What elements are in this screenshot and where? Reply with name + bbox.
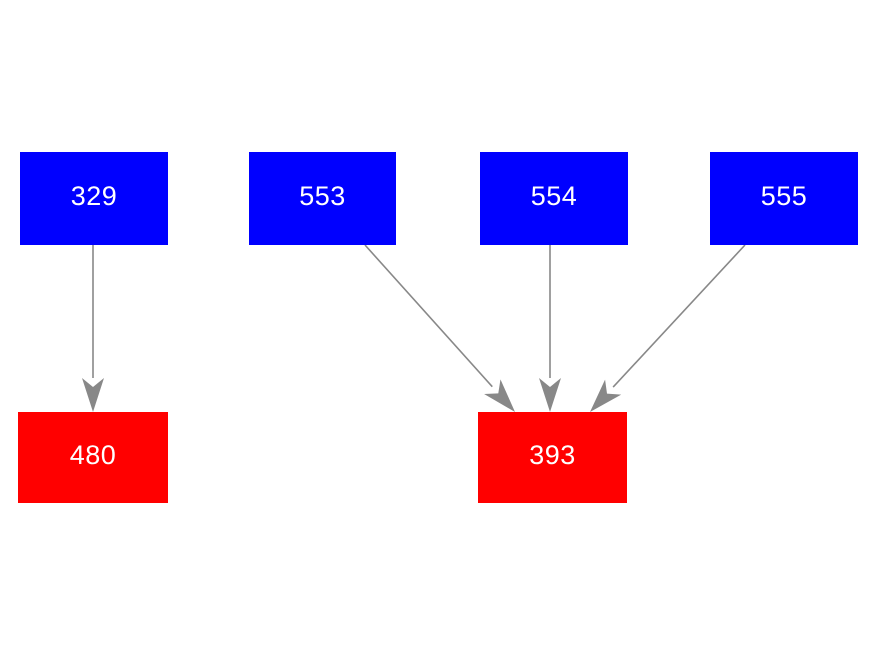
node-label: 555 <box>760 181 808 211</box>
node-label: 393 <box>529 440 576 470</box>
edge-arrowhead-554-to-393 <box>539 378 561 412</box>
graph-node-554[interactable]: 554 <box>480 152 628 245</box>
edge-arrowhead-329-to-480 <box>82 378 104 412</box>
node-label: 480 <box>69 440 117 470</box>
node-label: 553 <box>299 181 346 211</box>
edge-arrowhead-553-to-393 <box>484 379 515 412</box>
graph-node-329[interactable]: 329 <box>20 152 168 245</box>
edge-arrowhead-555-to-393 <box>590 379 622 412</box>
node-label: 554 <box>530 181 578 211</box>
graph-node-553[interactable]: 553 <box>249 152 396 245</box>
edge-line-555-to-393 <box>612 244 746 388</box>
graph-node-480[interactable]: 480 <box>18 412 168 503</box>
graph-node-393[interactable]: 393 <box>478 412 627 503</box>
graph-node-555[interactable]: 555 <box>710 152 858 245</box>
node-label: 329 <box>70 181 118 211</box>
edge-line-553-to-393 <box>364 244 493 388</box>
